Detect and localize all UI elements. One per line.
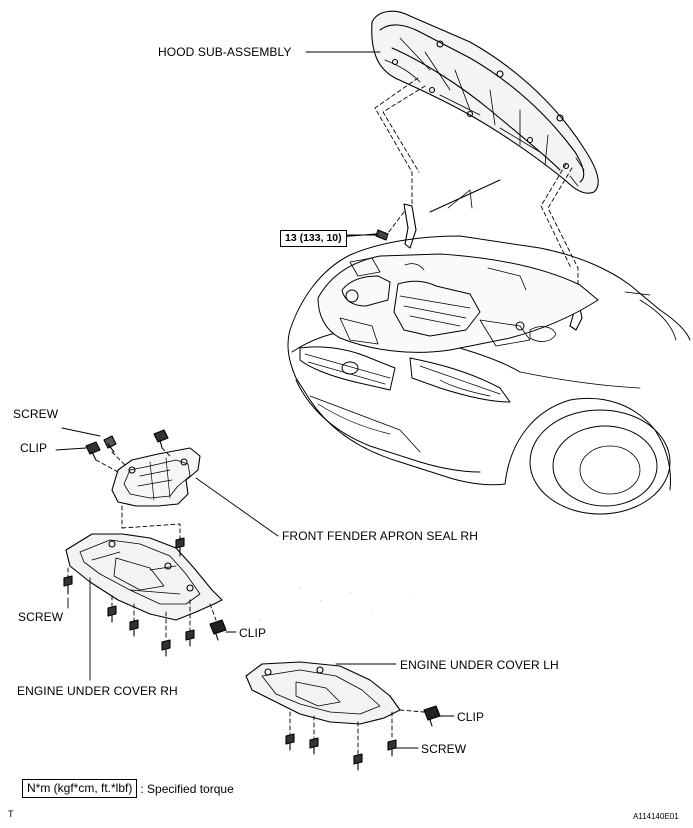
label-clip-rh: CLIP — [239, 626, 267, 640]
under-cover-rh-dashed-lines — [67, 523, 217, 641]
label-screw-top: SCREW — [13, 407, 59, 421]
car-front-body — [287, 179, 691, 515]
hood-hinge-dashed-lines — [374, 77, 579, 293]
label-clip-lh: CLIP — [457, 710, 485, 724]
label-engine-under-cover-lh: ENGINE UNDER COVER LH — [400, 658, 559, 672]
label-engine-under-cover-rh: ENGINE UNDER COVER RH — [17, 684, 178, 698]
apron-seal-dashed-lines — [95, 447, 171, 529]
figure-id: A114140E01 — [633, 812, 679, 821]
label-hood-sub-assembly: HOOD SUB-ASSEMBLY — [158, 45, 292, 59]
hood-sub-assembly — [371, 10, 599, 194]
front-fender-apron-seal-rh — [111, 447, 201, 507]
under-cover-lh-fasteners — [285, 705, 441, 771]
engine-under-cover-lh — [245, 661, 401, 725]
label-front-fender-apron-seal-rh: FRONT FENDER APRON SEAL RH — [282, 529, 478, 543]
legend-description: : Specified torque — [140, 781, 234, 796]
label-screw-lh: SCREW — [421, 742, 467, 756]
torque-legend: N*m (kgf*cm, ft.*lbf) : Specified torque — [22, 779, 234, 798]
engine-under-cover-rh — [65, 533, 223, 621]
under-cover-rh-fasteners — [63, 537, 227, 657]
label-clip-top: CLIP — [20, 441, 48, 455]
label-screw-rh: SCREW — [18, 610, 64, 624]
under-cover-lh-dashed-lines — [289, 709, 425, 755]
print-speckle — [259, 587, 412, 622]
legend-unit-box: N*m (kgf*cm, ft.*lbf) — [22, 779, 138, 798]
apron-seal-screw-clip — [55, 427, 169, 461]
torque-spec-box: 13 (133, 10) — [280, 230, 347, 247]
footer-left-mark: T — [8, 809, 14, 819]
